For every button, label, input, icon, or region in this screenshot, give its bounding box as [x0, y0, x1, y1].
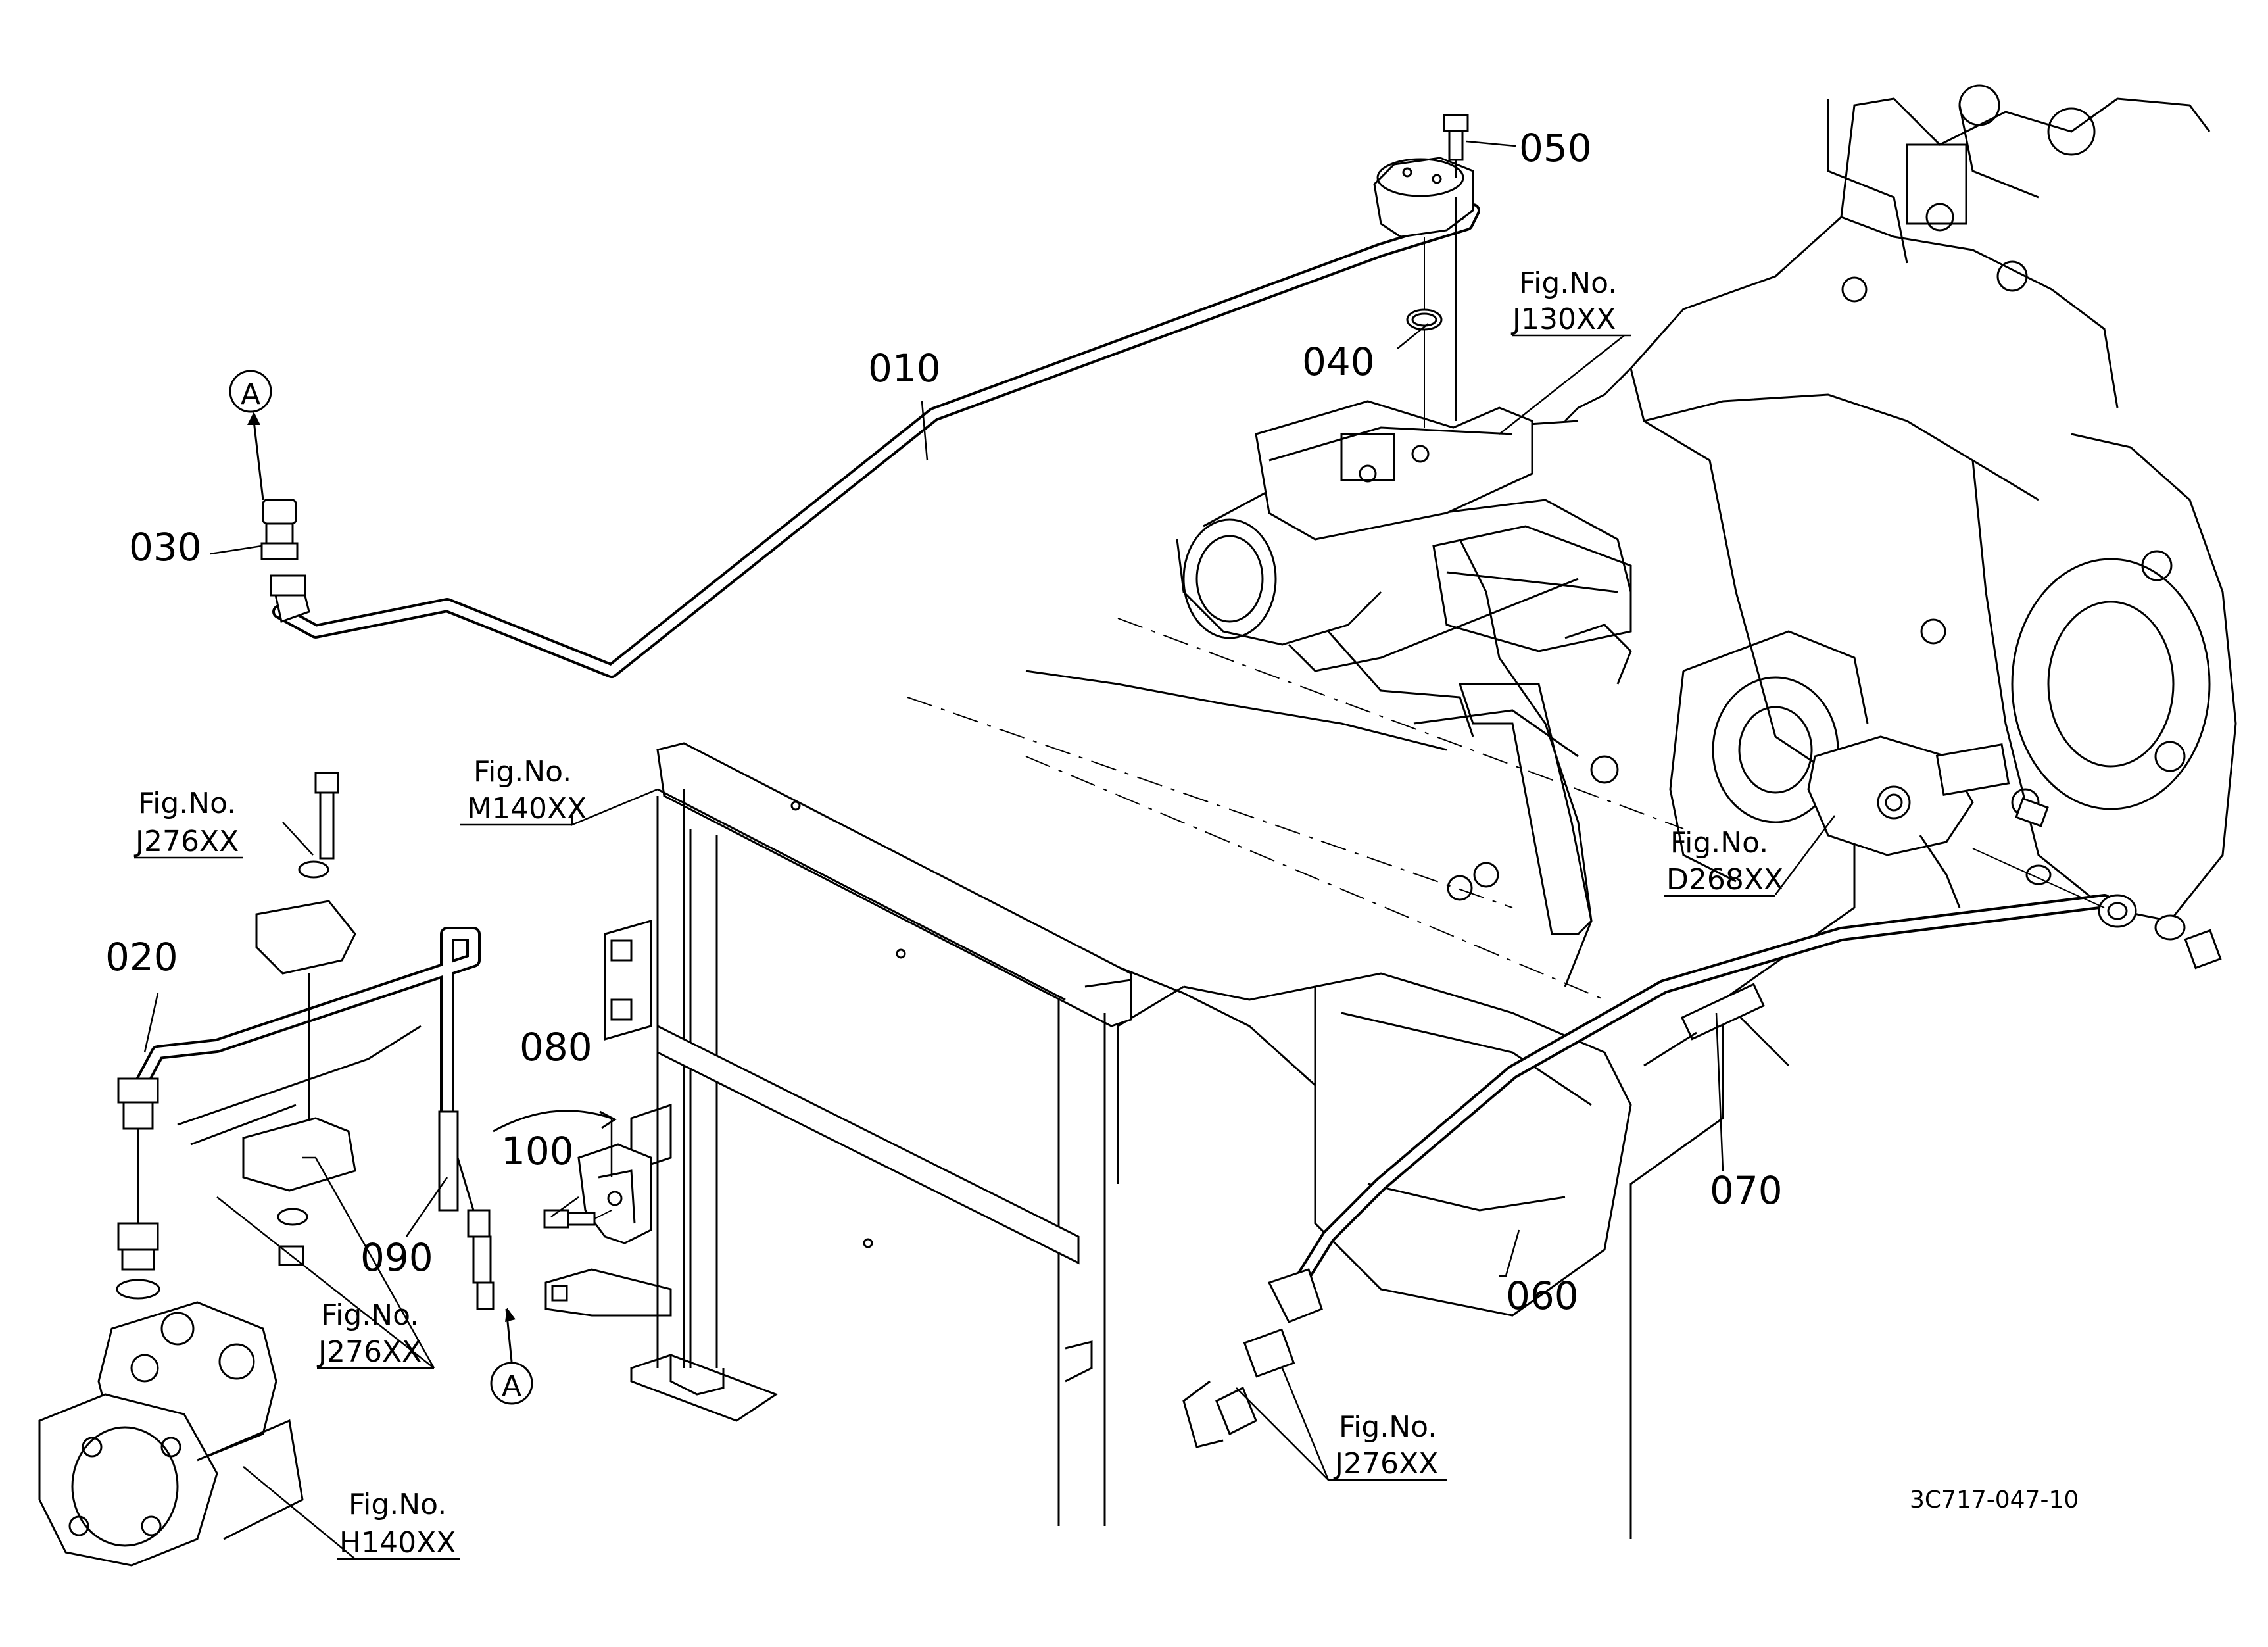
- frame-m140: [544, 742, 1132, 1526]
- clamp-j276-upper: [255, 772, 356, 1138]
- part-label-050: 050: [1519, 126, 1592, 170]
- clamp-j276-lower: [242, 1117, 356, 1266]
- fig-ref-code: J276XX: [1333, 1447, 1438, 1481]
- bracket-080: [577, 1143, 652, 1244]
- connector-a-bottom: A: [490, 1308, 533, 1405]
- bolt-050: [1443, 114, 1469, 178]
- fig-ref-j276-mid: Fig.No. J276XX: [316, 1298, 422, 1369]
- connector-a-top: A: [229, 370, 272, 501]
- part-label-040: 040: [1302, 339, 1375, 384]
- connector-label: A: [502, 1369, 521, 1403]
- connector-label: A: [241, 378, 260, 411]
- part-label-070: 070: [1710, 1168, 1783, 1213]
- fig-ref-code: J276XX: [133, 825, 239, 858]
- pipe-020: [117, 927, 481, 1146]
- part-label-030: 030: [129, 525, 202, 570]
- fig-ref-label: Fig.No.: [138, 787, 236, 820]
- fig-ref-code: M140XX: [467, 792, 587, 825]
- part-label-020: 020: [105, 935, 178, 979]
- fig-ref-code: D268XX: [1666, 863, 1783, 897]
- transmission-case: [907, 400, 1684, 1317]
- fig-ref-label: Fig.No.: [1339, 1410, 1437, 1444]
- part-label-060: 060: [1506, 1273, 1579, 1318]
- sensor-d268: [1807, 735, 2049, 908]
- leader-lines: [134, 140, 1835, 1560]
- fig-ref-label: Fig.No.: [321, 1298, 419, 1332]
- part-label-080: 080: [519, 1025, 592, 1069]
- fig-ref-code: J276XX: [316, 1335, 422, 1369]
- fig-ref-m140: Fig.No. M140XX: [467, 755, 587, 825]
- part-labels: 050 040 010 030 020 090 080 100 060 070: [105, 126, 1783, 1318]
- fig-ref-code: J130XX: [1510, 303, 1616, 336]
- o-ring-040: [1406, 197, 1457, 428]
- fitting-right-end: [1972, 848, 2222, 970]
- fig-ref-label: Fig.No.: [1519, 266, 1617, 300]
- fig-ref-d268: Fig.No. D268XX: [1666, 826, 1783, 897]
- pipe-010: [270, 157, 1480, 678]
- fig-ref-label: Fig.No.: [1670, 826, 1768, 860]
- fig-ref-j276-top: Fig.No. J276XX: [133, 787, 239, 858]
- steering-unit-h140: [38, 1129, 304, 1567]
- engine-housing: [1564, 84, 2237, 1539]
- pipe-060: [1288, 894, 2111, 1296]
- fig-ref-j130: Fig.No. J130XX: [1510, 266, 1617, 336]
- fig-ref-h140: Fig.No. H140XX: [339, 1488, 456, 1560]
- fitting-030: [260, 499, 299, 560]
- arrow-icon: [253, 420, 264, 501]
- fig-ref-label: Fig.No.: [473, 755, 571, 789]
- fig-ref-label: Fig.No.: [349, 1488, 446, 1521]
- hose-090: [438, 1110, 495, 1310]
- part-label-010: 010: [868, 346, 941, 391]
- fig-ref-code: H140XX: [339, 1526, 456, 1560]
- circled-letter-a-icon: [229, 370, 272, 413]
- fitting-060-lower: [1182, 1268, 1323, 1448]
- part-label-090: 090: [360, 1235, 433, 1280]
- drawing-id: 3C717-047-10: [1910, 1487, 2079, 1513]
- arrowhead-icon: [247, 412, 260, 425]
- hose-070: [1643, 983, 1765, 1067]
- fig-ref-j276-bottom: Fig.No. J276XX: [1333, 1410, 1438, 1481]
- part-label-100: 100: [501, 1129, 574, 1173]
- circled-letter-a-icon: [490, 1362, 533, 1405]
- arrowhead-icon: [505, 1308, 516, 1322]
